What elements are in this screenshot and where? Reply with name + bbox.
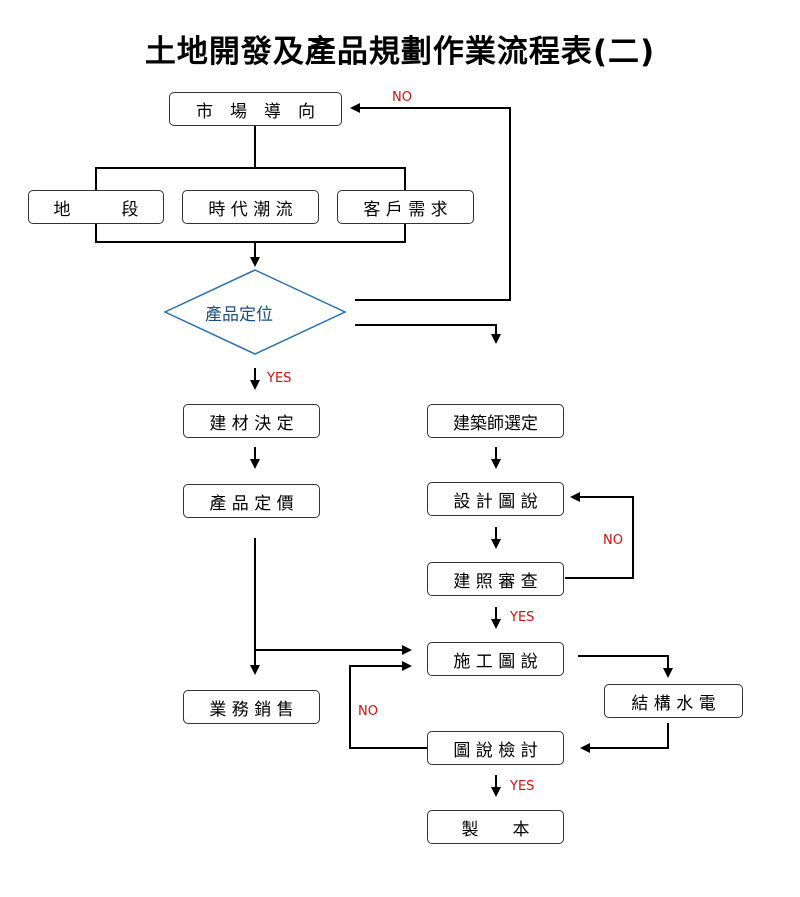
arrow-structure-review — [580, 723, 669, 753]
node-production: 製 本 — [427, 810, 564, 844]
label-no-market: NO — [392, 90, 412, 105]
node-design: 設 計 圖 說 — [427, 482, 564, 516]
node-market: 市 場 導 向 — [169, 92, 342, 126]
label-no-review: NO — [358, 704, 378, 719]
node-customer: 客 戶 需 求 — [337, 190, 474, 224]
arrow-to-architect — [355, 324, 501, 344]
arrow-no-to-market — [350, 103, 511, 301]
label-no-permit: NO — [603, 533, 623, 548]
node-permit: 建 照 審 查 — [427, 562, 564, 596]
node-pricing: 產 品 定 價 — [183, 484, 320, 518]
positioning-diamond — [163, 269, 347, 355]
node-trend: 時 代 潮 流 — [182, 190, 319, 224]
node-positioning-label: 產品定位 — [205, 305, 273, 325]
arrow-construction-structure — [578, 655, 673, 678]
node-review: 圖 說 檢 討 — [427, 731, 564, 765]
label-yes-permit: YES — [510, 610, 535, 625]
node-construction-drawings: 施 工 圖 說 — [427, 642, 564, 676]
node-architect: 建築師選定 — [427, 404, 564, 438]
label-yes-positioning: YES — [267, 371, 292, 386]
node-materials: 建 材 決 定 — [183, 404, 320, 438]
node-land: 地 段 — [28, 190, 164, 224]
arrow-no-to-design — [565, 492, 634, 579]
arrow-no-to-construction — [349, 661, 427, 749]
node-structure: 結 構 水 電 — [604, 684, 743, 718]
page-title: 土地開發及產品規劃作業流程表(二) — [144, 34, 656, 70]
bracket-bottom — [95, 222, 406, 243]
node-sales: 業 務 銷 售 — [183, 690, 320, 724]
label-yes-review: YES — [510, 779, 535, 794]
bracket-top — [95, 167, 406, 190]
